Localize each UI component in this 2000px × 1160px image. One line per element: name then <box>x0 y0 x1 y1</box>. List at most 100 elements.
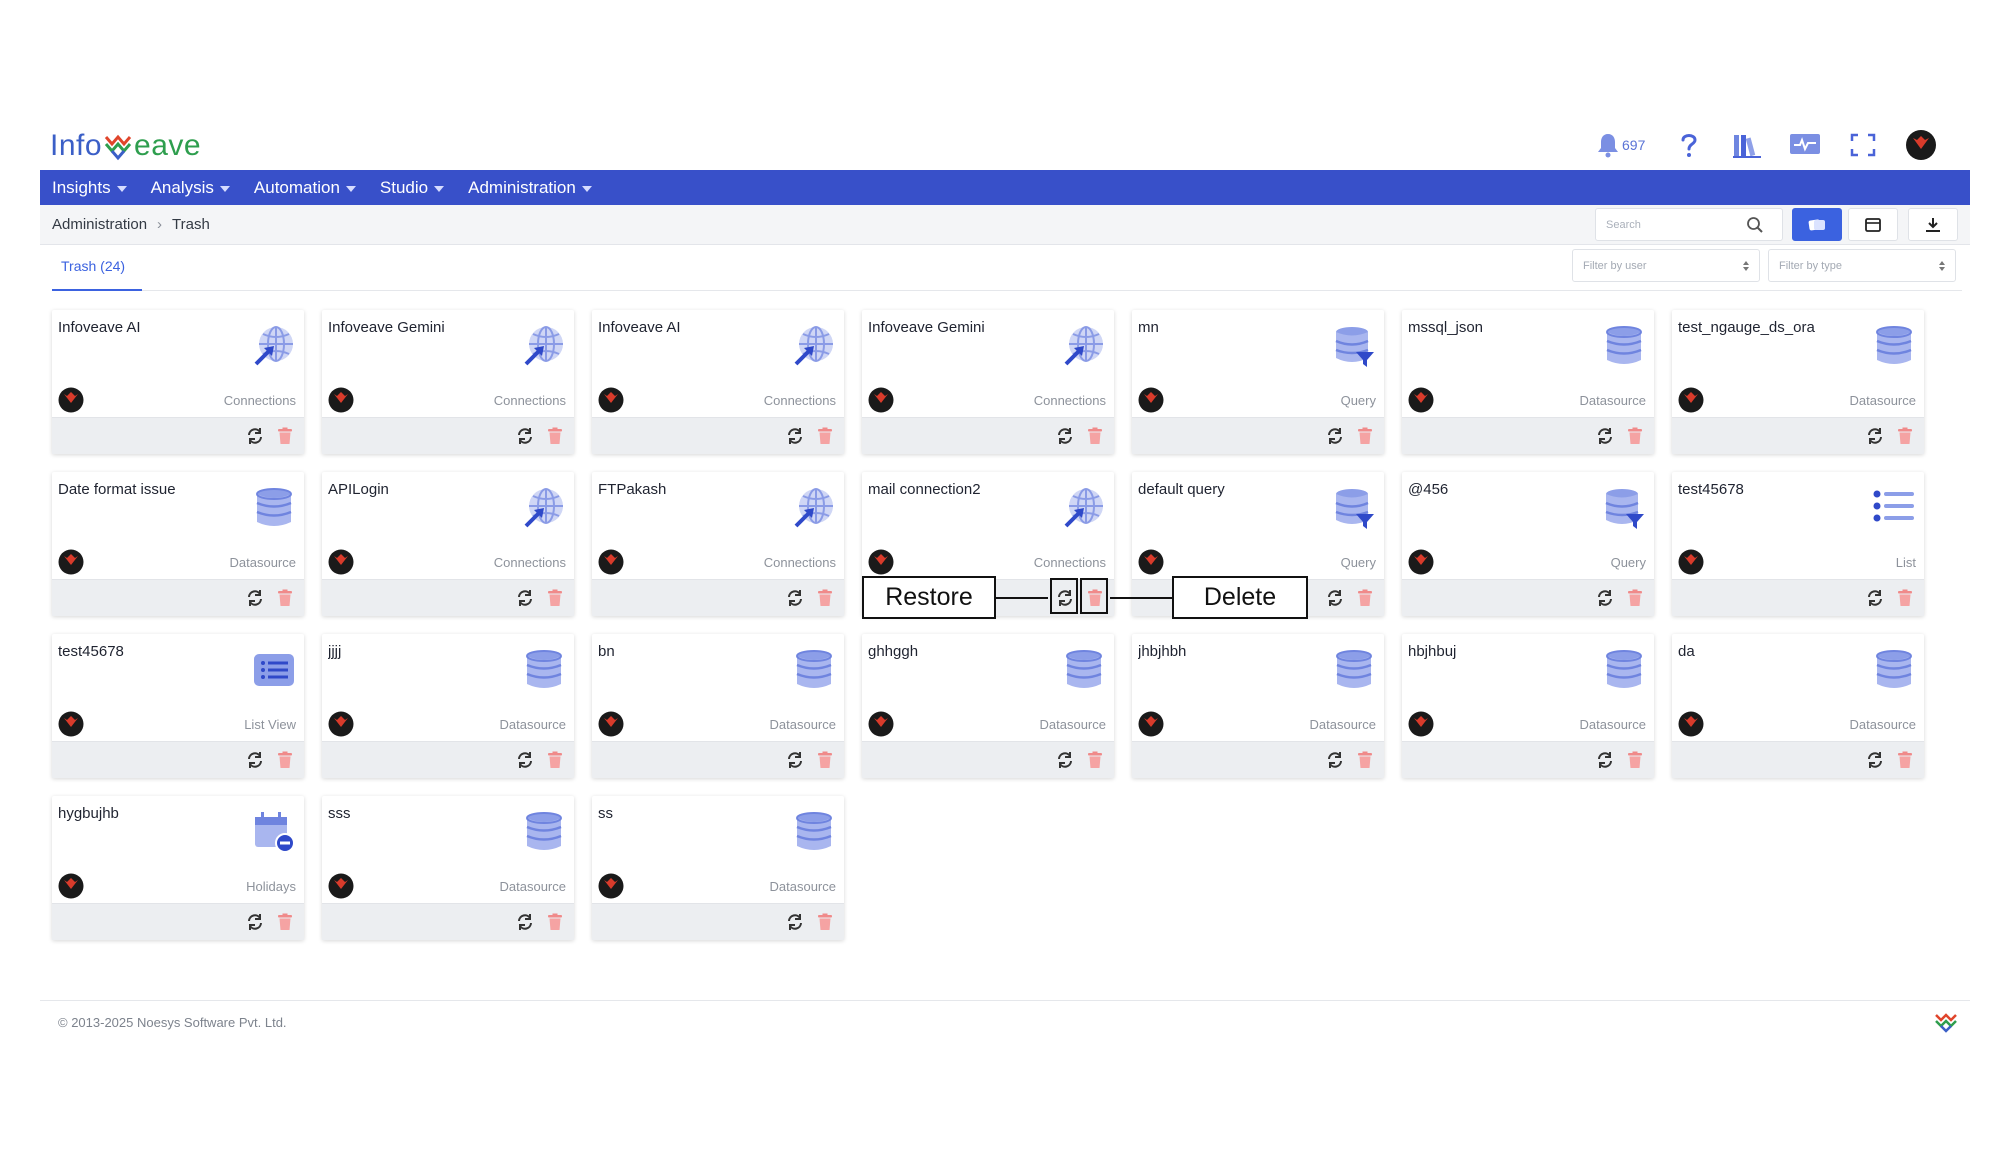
restore-icon[interactable] <box>1866 751 1884 769</box>
delete-icon[interactable] <box>1086 751 1104 769</box>
restore-icon[interactable] <box>786 427 804 445</box>
restore-icon[interactable] <box>1326 589 1344 607</box>
fullscreen-icon <box>1850 133 1876 157</box>
nav-automation[interactable]: Automation <box>254 178 356 198</box>
library-button[interactable] <box>1718 125 1776 165</box>
card-type: Datasource <box>769 879 836 894</box>
restore-icon[interactable] <box>246 427 264 445</box>
delete-icon[interactable] <box>276 913 294 931</box>
restore-icon[interactable] <box>1596 589 1614 607</box>
restore-icon[interactable] <box>1866 589 1884 607</box>
card-title: mssql_json <box>1408 319 1484 336</box>
list-view-button[interactable] <box>1848 208 1898 241</box>
infoveave-logo[interactable]: Info eave <box>50 126 201 166</box>
monitor-button[interactable] <box>1776 125 1834 165</box>
delete-icon[interactable] <box>1896 751 1914 769</box>
filter-by-type-select[interactable]: Filter by type <box>1768 249 1956 282</box>
delete-icon[interactable] <box>546 913 564 931</box>
user-avatar-button[interactable] <box>1892 125 1950 165</box>
delete-icon[interactable] <box>1626 427 1644 445</box>
restore-icon[interactable] <box>516 589 534 607</box>
delete-icon[interactable] <box>1356 589 1374 607</box>
restore-icon[interactable] <box>1326 751 1344 769</box>
fullscreen-button[interactable] <box>1834 125 1892 165</box>
delete-icon[interactable] <box>816 427 834 445</box>
owner-avatar-icon <box>868 549 894 575</box>
nav-studio[interactable]: Studio <box>380 178 445 198</box>
restore-icon[interactable] <box>1866 427 1884 445</box>
restore-icon[interactable] <box>786 589 804 607</box>
delete-icon[interactable] <box>1896 589 1914 607</box>
nav-insights[interactable]: Insights <box>52 178 127 198</box>
owner-avatar-icon <box>1408 387 1434 413</box>
restore-icon[interactable] <box>786 913 804 931</box>
delete-icon[interactable] <box>276 589 294 607</box>
delete-icon[interactable] <box>816 589 834 607</box>
restore-icon[interactable] <box>516 913 534 931</box>
delete-icon[interactable] <box>276 751 294 769</box>
download-button[interactable] <box>1908 208 1958 241</box>
delete-icon[interactable] <box>1356 427 1374 445</box>
delete-icon[interactable] <box>1356 751 1374 769</box>
restore-icon[interactable] <box>786 751 804 769</box>
restore-icon[interactable] <box>1596 751 1614 769</box>
restore-icon[interactable] <box>1056 589 1074 607</box>
restore-icon[interactable] <box>246 751 264 769</box>
restore-icon[interactable] <box>1596 427 1614 445</box>
card-view-button[interactable] <box>1792 208 1842 241</box>
delete-icon[interactable] <box>1896 427 1914 445</box>
filter-by-user-select[interactable]: Filter by user <box>1572 249 1760 282</box>
restore-icon[interactable] <box>1056 427 1074 445</box>
delete-icon[interactable] <box>816 913 834 931</box>
card-title: sss <box>328 805 351 822</box>
search-input[interactable] <box>1606 218 1746 231</box>
restore-icon[interactable] <box>1326 427 1344 445</box>
restore-icon[interactable] <box>246 913 264 931</box>
nav-analysis[interactable]: Analysis <box>151 178 230 198</box>
notifications-button[interactable]: 697 <box>1596 125 1660 165</box>
search-icon[interactable] <box>1746 216 1764 234</box>
tab-trash[interactable]: Trash (24) <box>52 245 142 291</box>
delete-icon[interactable] <box>546 751 564 769</box>
delete-icon[interactable] <box>1086 427 1104 445</box>
delete-icon[interactable] <box>276 427 294 445</box>
restore-icon[interactable] <box>516 427 534 445</box>
delete-icon[interactable] <box>816 751 834 769</box>
help-button[interactable] <box>1660 125 1718 165</box>
card-title: test45678 <box>58 643 124 660</box>
delete-icon[interactable] <box>1086 589 1104 607</box>
restore-icon[interactable] <box>246 589 264 607</box>
delete-icon[interactable] <box>546 427 564 445</box>
delete-icon[interactable] <box>1626 751 1644 769</box>
card-footer <box>52 579 304 616</box>
restore-icon[interactable] <box>516 751 534 769</box>
owner-avatar-icon <box>598 549 624 575</box>
delete-icon[interactable] <box>1626 589 1644 607</box>
nav-administration[interactable]: Administration <box>468 178 592 198</box>
restore-icon[interactable] <box>1056 751 1074 769</box>
breadcrumb-parent[interactable]: Administration <box>52 216 148 233</box>
delete-icon[interactable] <box>546 589 564 607</box>
